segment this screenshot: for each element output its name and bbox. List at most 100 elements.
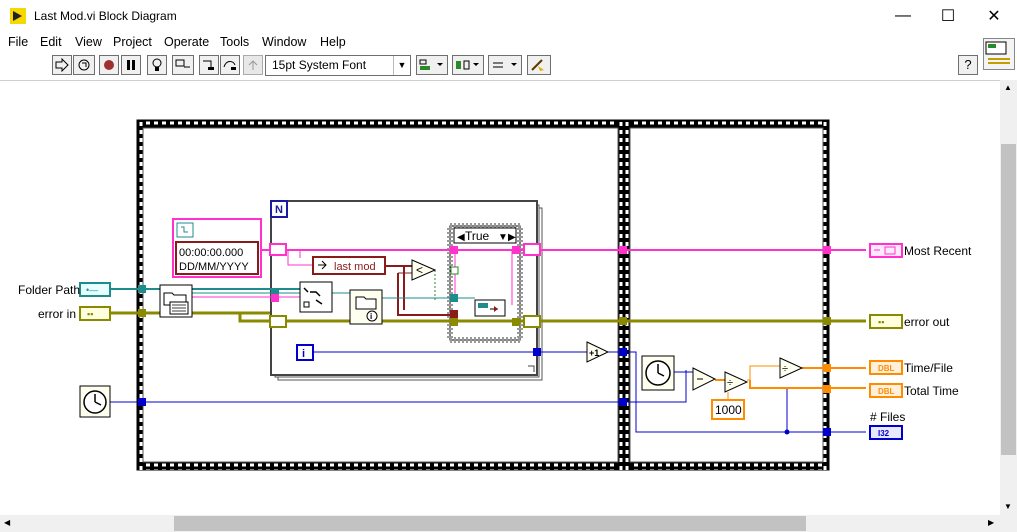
pause-button[interactable]	[121, 55, 141, 75]
case-selector[interactable]	[453, 227, 517, 244]
cluster-terminal-type: ▪▪	[87, 309, 93, 319]
menu-file[interactable]: File	[8, 35, 29, 49]
menu-operate[interactable]: Operate	[164, 35, 210, 49]
step-out-icon	[248, 60, 258, 70]
svg-text:÷: ÷	[727, 377, 733, 389]
list-folder-function[interactable]	[159, 284, 193, 318]
menu-project[interactable]: Project	[113, 35, 152, 49]
help-label: ?	[964, 57, 972, 72]
step-out-button[interactable]	[243, 55, 263, 75]
most-recent-indicator[interactable]	[869, 243, 903, 258]
step-over-icon	[223, 61, 236, 70]
unbundle-by-name[interactable]: last mod	[312, 256, 386, 275]
scroll-up-icon[interactable]: ▲	[1004, 83, 1012, 92]
svg-text:<: <	[416, 263, 423, 277]
divide-function[interactable]: ÷	[724, 371, 749, 393]
dbl-terminal-type: DBL	[878, 387, 895, 396]
maximize-button[interactable]: ☐	[940, 8, 956, 25]
font-select-value: 15pt System Font	[272, 58, 367, 72]
close-button[interactable]: ✕	[987, 8, 1001, 25]
broom-icon	[531, 59, 544, 71]
step-into-button[interactable]	[199, 55, 219, 75]
info-icon	[366, 310, 378, 322]
scroll-down-icon[interactable]: ▼	[1004, 502, 1012, 511]
highlight-execution-button[interactable]	[147, 55, 167, 75]
cluster-terminal-type: ▪▪	[878, 317, 884, 327]
vi-icon[interactable]	[983, 38, 1015, 70]
loop-count-label: N	[275, 204, 283, 216]
file-info-function[interactable]: i	[349, 289, 383, 325]
timestamp-date: DD/MM/YYYY	[179, 261, 249, 273]
menu-help[interactable]: Help	[320, 35, 346, 49]
time-file-indicator[interactable]: DBL	[869, 360, 903, 375]
timestamp-constant[interactable]: 00:00:00.000 DD/MM/YYYY	[172, 218, 262, 278]
menu-edit[interactable]: Edit	[40, 35, 62, 49]
labview-app-icon	[10, 8, 26, 24]
svg-text:÷: ÷	[782, 363, 788, 375]
shift-register-left	[269, 315, 287, 328]
bundle-by-name[interactable]	[474, 299, 506, 317]
error-in-label: error in	[38, 307, 77, 321]
font-select[interactable]: 15pt System Font▼	[265, 55, 411, 76]
case-structure[interactable]: ◀ True ▼ ▶	[447, 223, 523, 343]
constant-value: 1000	[715, 403, 742, 417]
scroll-left-icon[interactable]: ◀	[4, 518, 11, 527]
loop-count-terminal[interactable]	[270, 200, 288, 218]
tunnel	[271, 294, 279, 302]
num-files-label: # Files	[870, 410, 906, 424]
tunnel	[138, 309, 146, 317]
numeric-constant[interactable]: 1000	[711, 399, 745, 420]
run-continuously-button[interactable]	[73, 55, 95, 75]
case-selector-label: True	[465, 229, 490, 243]
tunnels	[138, 243, 831, 436]
cleanup-diagram-button[interactable]	[527, 55, 551, 75]
scroll-right-icon[interactable]: ▶	[988, 518, 995, 527]
probe-icon	[175, 59, 190, 68]
lightbulb-icon	[152, 58, 162, 71]
total-time-indicator[interactable]: DBL	[869, 383, 903, 398]
shift-register-left	[269, 243, 287, 256]
align-objects-button[interactable]	[416, 55, 448, 75]
menu-view[interactable]: View	[75, 35, 102, 49]
iteration-terminal: i	[296, 344, 314, 361]
reorder-button[interactable]	[488, 55, 522, 75]
retain-wire-values-button[interactable]	[172, 55, 194, 75]
error-in-control[interactable]: ▪▪	[79, 306, 111, 321]
tick-count-function[interactable]	[641, 355, 675, 391]
folder-path-label: Folder Path	[18, 283, 81, 297]
error-out-indicator[interactable]: ▪▪	[869, 314, 903, 329]
step-over-button[interactable]	[220, 55, 240, 75]
dbl-terminal-type: DBL	[878, 364, 895, 373]
run-button[interactable]	[52, 55, 72, 75]
menu-window[interactable]: Window	[262, 35, 307, 49]
increment-function[interactable]: +1	[586, 341, 610, 363]
increment-label: +1	[589, 348, 599, 358]
num-files-indicator[interactable]: I32	[869, 425, 903, 440]
less-than-function[interactable]: <	[411, 259, 437, 281]
last-mod-label: last mod	[334, 261, 376, 273]
minimize-button[interactable]: —	[895, 7, 911, 24]
context-help-button[interactable]: ?	[958, 55, 978, 75]
distribute-objects-button[interactable]	[452, 55, 484, 75]
tick-count-function[interactable]	[79, 385, 111, 418]
folder-path-control[interactable]: •—	[79, 282, 111, 297]
i32-terminal-type: I32	[878, 429, 890, 438]
case-dropdown-icon: ▼	[498, 232, 508, 243]
scroll-corner	[1000, 515, 1017, 532]
run-continuously-icon	[78, 59, 90, 71]
timestamp-time: 00:00:00.000	[179, 247, 243, 259]
menu-tools[interactable]: Tools	[220, 35, 250, 49]
block-diagram[interactable]: N ◀ True ▼ ▶	[0, 81, 1000, 515]
build-path-function[interactable]	[299, 281, 333, 313]
shift-register-right	[523, 243, 541, 256]
tunnel	[271, 288, 279, 296]
subtract-function[interactable]	[692, 367, 717, 391]
step-into-icon	[203, 60, 214, 70]
horizontal-scroll-thumb[interactable]	[174, 516, 806, 531]
divide-function[interactable]: ÷	[779, 357, 804, 379]
reorder-icon	[493, 62, 517, 68]
tunnel	[138, 285, 146, 293]
vertical-scroll-thumb[interactable]	[1001, 144, 1016, 455]
shift-register-right	[523, 315, 541, 328]
abort-button[interactable]	[99, 55, 119, 75]
